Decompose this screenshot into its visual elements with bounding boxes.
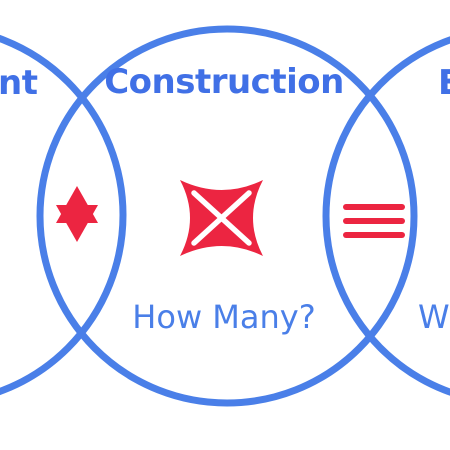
- center-circle-title: Construction: [104, 62, 344, 102]
- six-point-star-icon: [56, 186, 98, 242]
- right-circle-question: W: [418, 298, 450, 336]
- right-circle-title: E: [438, 63, 450, 103]
- x-star-icon: [180, 180, 263, 256]
- center-circle: [36, 25, 418, 407]
- left-circle-title: nt: [0, 63, 38, 103]
- hamburger-lines-icon: [343, 204, 405, 238]
- center-circle-question: How Many?: [132, 298, 315, 336]
- right-circle: [322, 36, 450, 396]
- left-circle: [0, 34, 127, 396]
